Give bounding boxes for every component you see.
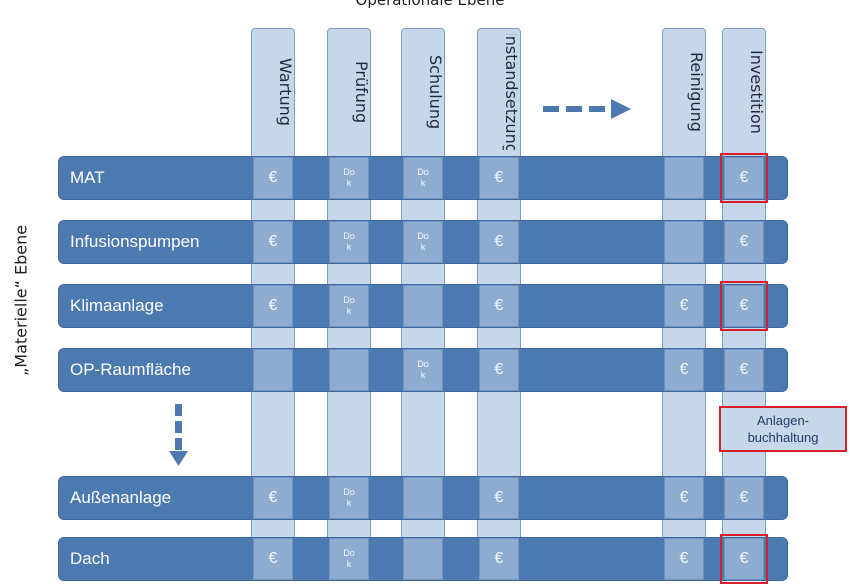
cost-cell: € [253, 477, 293, 519]
empty-cell [403, 538, 443, 580]
cost-cell: € [479, 157, 519, 199]
doc-cell: Do k [329, 538, 369, 580]
cost-cell: € [479, 221, 519, 263]
cost-cell: € [253, 285, 293, 327]
empty-cell [329, 349, 369, 391]
cost-cell: € [479, 477, 519, 519]
investition-highlight-box [720, 534, 768, 584]
cost-cell: € [664, 538, 704, 580]
anlagenbuchhaltung-box: Anlagen- buchhaltung [719, 406, 847, 452]
investition-highlight-box [720, 153, 768, 203]
cost-cell: € [664, 285, 704, 327]
doc-cell: Do k [403, 221, 443, 263]
column-label: Reinigung [687, 52, 706, 132]
row-label: OP-Raumfläche [70, 360, 191, 379]
doc-cell: Do k [403, 157, 443, 199]
doc-cell: Do k [329, 285, 369, 327]
row-label: MAT [70, 168, 105, 187]
arrowhead-right-icon [611, 99, 631, 119]
cost-cell: € [253, 221, 293, 263]
material-level-title: „Materielle“ Ebene [11, 224, 31, 376]
arrowhead-down-icon [169, 451, 188, 466]
row-label: Klimaanlage [70, 296, 164, 315]
doc-cell: Do k [329, 221, 369, 263]
cost-cell: € [724, 349, 764, 391]
cost-cell: € [479, 285, 519, 327]
cost-cell: € [479, 538, 519, 580]
cost-cell: € [253, 538, 293, 580]
cost-cell: € [479, 349, 519, 391]
row-label: Infusionspumpen [70, 232, 200, 251]
cost-cell: € [253, 157, 293, 199]
empty-cell [664, 221, 704, 263]
row-label: Außenanlage [70, 488, 172, 507]
empty-cell [403, 285, 443, 327]
investition-highlight-box [720, 281, 768, 331]
doc-cell: Do k [403, 349, 443, 391]
cost-cell: € [664, 349, 704, 391]
cost-cell: € [664, 477, 704, 519]
column-label: Prüfung [352, 60, 371, 124]
column-label: Schulung [426, 54, 445, 130]
cost-cell: € [724, 157, 764, 199]
empty-cell [253, 349, 293, 391]
empty-cell [403, 477, 443, 519]
cost-cell: € [724, 221, 764, 263]
doc-cell: Do k [329, 157, 369, 199]
cost-cell: € [724, 285, 764, 327]
column-label: Investition [747, 50, 766, 134]
operational-level-title: Operationale Ebene [355, 0, 505, 9]
cost-cell: € [724, 477, 764, 519]
doc-cell: Do k [329, 477, 369, 519]
row-label: Dach [70, 549, 110, 568]
column-label: Instandsetzung [502, 34, 521, 150]
column-label: Wartung [276, 58, 295, 126]
empty-cell [664, 157, 704, 199]
